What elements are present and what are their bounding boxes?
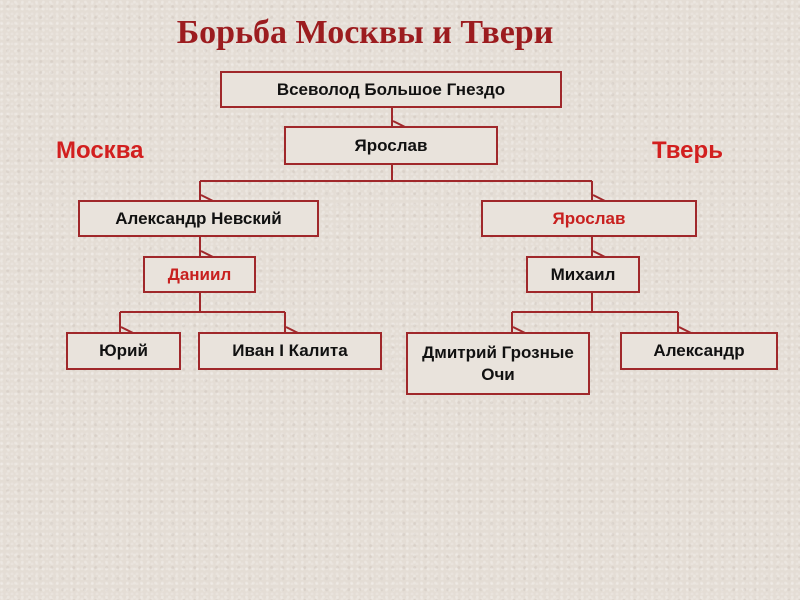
connector-daniil-sons (119, 293, 286, 332)
node-alexander-tver: Александр (620, 332, 778, 370)
node-dmitry: Дмитрий Грозные Очи (406, 332, 590, 395)
node-alexander-nevsky: Александр Невский (78, 200, 319, 237)
node-yaroslav-tver: Ярослав (481, 200, 697, 237)
node-yuri: Юрий (66, 332, 181, 370)
connector-yaroslav-branches (199, 165, 593, 200)
node-yaroslav-top: Ярослав (284, 126, 498, 165)
page-title: Борьба Москвы и Твери (176, 14, 554, 51)
label-tver: Тверь (652, 137, 723, 164)
node-mikhail: Михаил (526, 256, 640, 293)
label-moscow: Москва (56, 137, 144, 164)
node-daniil: Даниил (143, 256, 256, 293)
connector-mikhail-sons (511, 293, 679, 332)
node-vsevolod: Всеволод Большое Гнездо (220, 71, 562, 108)
node-ivan-kalita: Иван I Калита (198, 332, 382, 370)
